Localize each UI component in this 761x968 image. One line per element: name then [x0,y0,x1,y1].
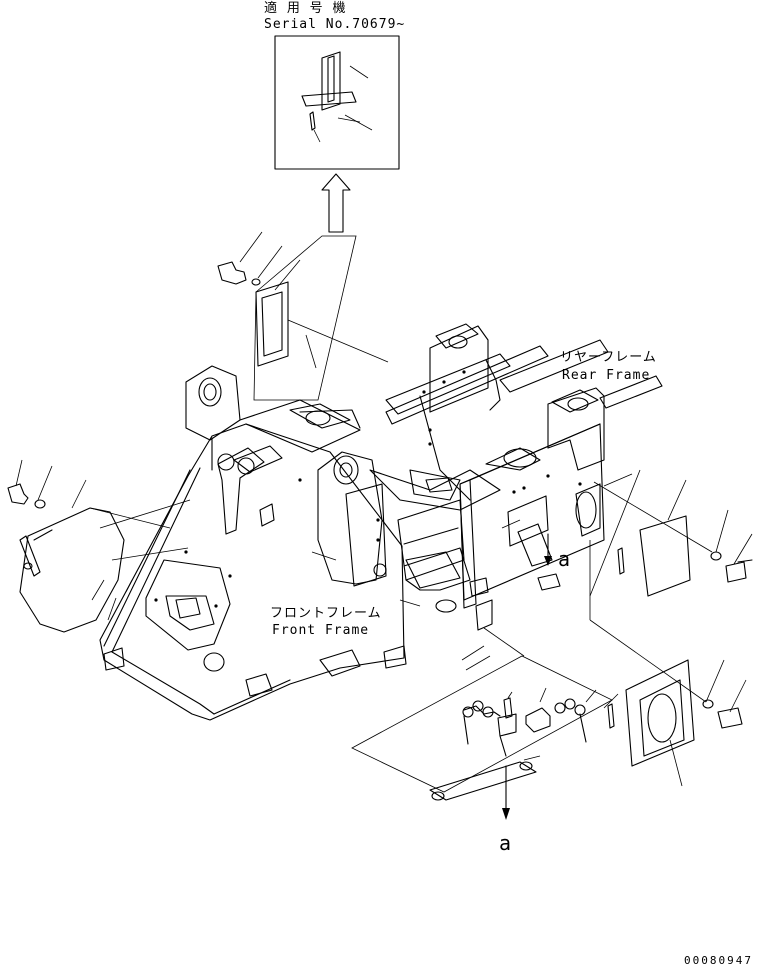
front-frame-label-en: Front Frame [272,623,370,638]
marker-a-upper: a [558,547,571,571]
rear-frame-label-en: Rear Frame [562,368,651,383]
drawing-number: 00080947 [684,954,753,967]
right-cover-plate-upper [589,469,753,597]
upper-cover-plate [217,231,389,401]
serial-label-en: Serial No.70679~ [264,17,406,32]
arrow-down-icon [544,533,552,566]
arrow-down-icon [502,765,510,820]
rear-frame [385,323,663,671]
right-cover-plate-lower [589,540,747,787]
marker-a-lower: a [499,831,512,855]
left-cover-plate [7,459,189,633]
serial-label-jp: 適 用 号 機 [264,1,347,16]
lock-bar-assembly [351,655,619,801]
up-arrow-icon [321,173,351,233]
serial-inset-box [274,35,400,170]
rear-frame-label-jp: リヤーフレーム [560,350,657,365]
front-frame [99,365,501,721]
front-frame-label-jp: フロントフレーム [270,606,382,621]
